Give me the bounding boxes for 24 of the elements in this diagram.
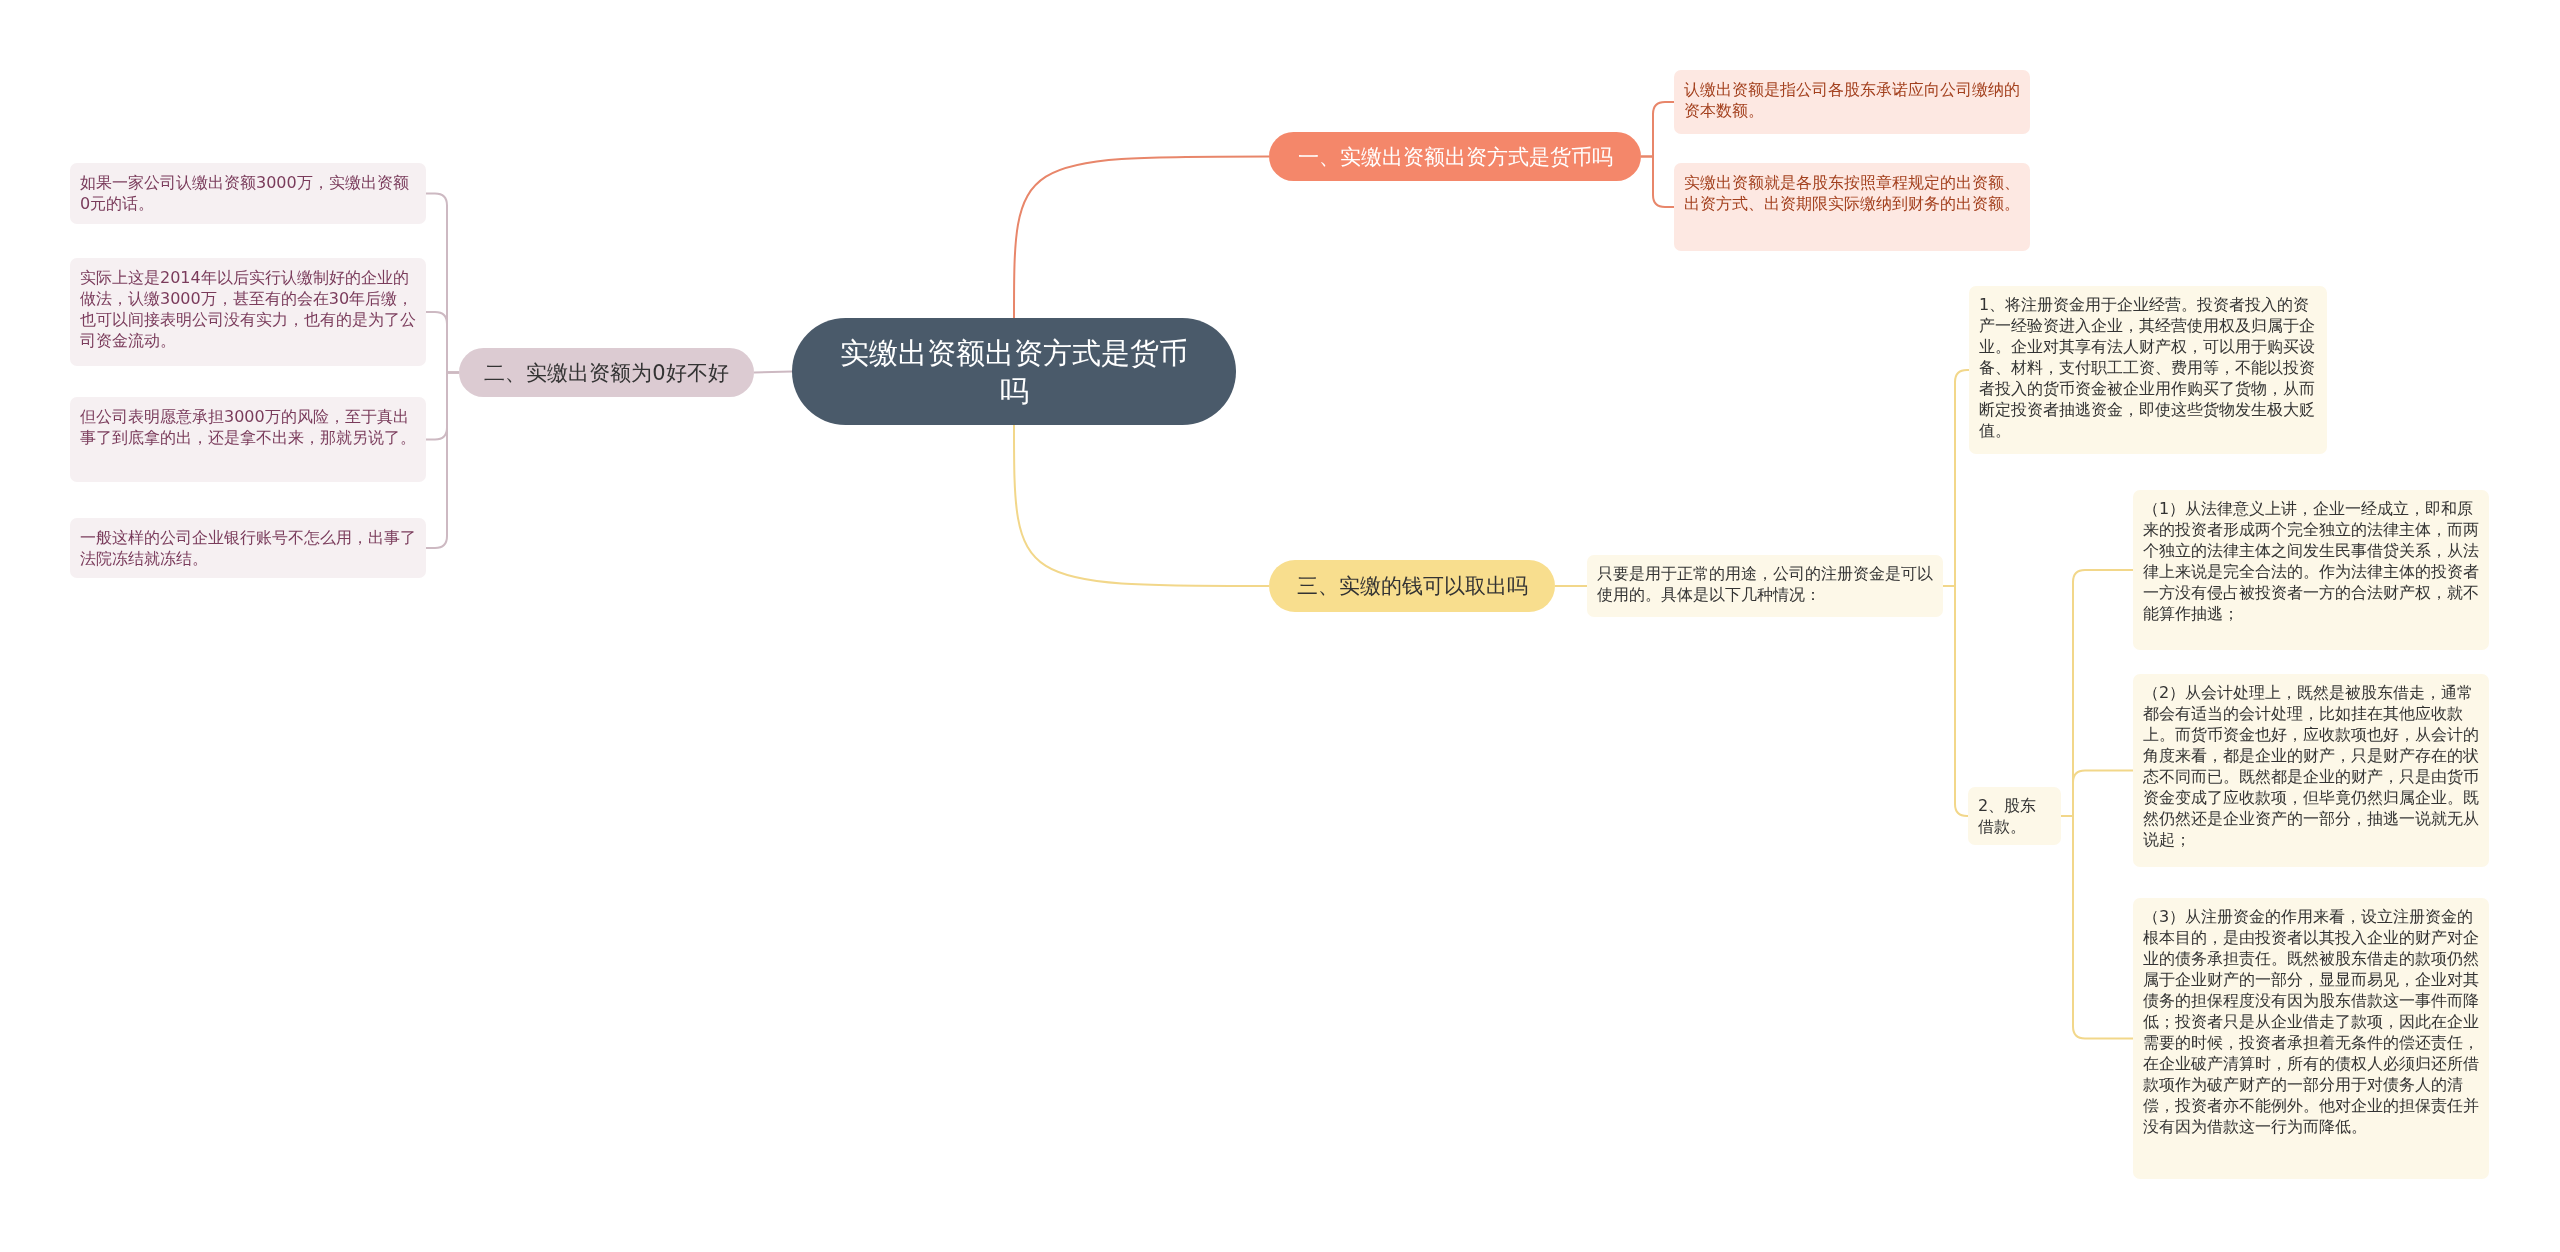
connector-line	[1942, 585, 1969, 817]
connector-line	[1554, 585, 1588, 587]
note-box: 2、股东借款。	[1968, 787, 2061, 845]
note-box: （3）从注册资金的作用来看，设立注册资金的根本目的，是由投资者以其投入企业的财产对企业的债务承担责任。既然被股东借走的款项仍然属于企业财产的一部分，显显而易见，企业对其债务的担保程度没有因为股东借款这一事件而降低；投资者只是从企业借走了款项，因此在企业需要的时候，投资者承担着无条件的偿还责任，在企业破产清算时，所有的债权人必须归还所借款项作为破产财产的一部分用于对债务人的清偿，投资者亦不能例外。他对企业的担保责任并没有因为借款这一行为而降低。	[2133, 898, 2489, 1179]
note-box: 只要是用于正常的用途，公司的注册资金是可以使用的。具体是以下几种情况：	[1587, 555, 1943, 617]
note-box: 实际上这是2014年以后实行认缴制好的企业的做法，认缴3000万，甚至有的会在30年后缴，也可以间接表明公司没有实力，也有的是为了公司资金流动。	[70, 258, 426, 366]
branch-topic: 一、实缴出资额出资方式是货币吗	[1269, 132, 1641, 181]
branch-topic: 二、实缴出资额为0好不好	[459, 348, 754, 397]
connector-line	[425, 371, 460, 549]
connector-line	[1640, 155, 1675, 208]
branch-topic: 三、实缴的钱可以取出吗	[1269, 560, 1555, 612]
connector-line	[753, 370, 793, 374]
note-box: 如果一家公司认缴出资额3000万，实缴出资额0元的话。	[70, 163, 426, 224]
note-box: 实缴出资额就是各股东按照章程规定的出资额、出资方式、出资期限实际缴纳到财务的出资额。	[1674, 163, 2030, 251]
connector-line	[2060, 815, 2134, 1040]
note-box: 一般这样的公司企业银行账号不怎么用，出事了法院冻结就冻结。	[70, 518, 426, 578]
central-topic: 实缴出资额出资方式是货币吗	[792, 318, 1236, 425]
note-box: 认缴出资额是指公司各股东承诺应向公司缴纳的资本数额。	[1674, 70, 2030, 134]
connector-line	[1013, 424, 1270, 587]
note-box: 1、将注册资金用于企业经营。投资者投入的资产一经验资进入企业，其经营使用权及归属于企业。企业对其享有法人财产权，可以用于购买设备、材料，支付职工工资、费用等，不能以投资者投入的货币资金被企业用作购买了货物，从而断定投资者抽逃资金，即使这些货物发生极大贬值。	[1969, 286, 2327, 454]
note-box: 但公司表明愿意承担3000万的风险，至于真出事了到底拿的出，还是拿不出来，那就另说了。	[70, 397, 426, 482]
note-box: （2）从会计处理上，既然是被股东借走，通常都会有适当的会计处理，比如挂在其他应收款上。而货币资金也好，应收款项也好，从会计的角度来看，都是企业的财产，只是财产存在的状态不同而已。既然都是企业的财产，只是由货币资金变成了应收款项，但毕竟仍然归属企业。既然仍然还是企业资产的一部分，抽逃一说就无从说起；	[2133, 674, 2489, 867]
connector-line	[1013, 155, 1270, 319]
note-box: （1）从法律意义上讲，企业一经成立，即和原来的投资者形成两个完全独立的法律主体，而两个独立的法律主体之间发生民事借贷关系，从法律上来说是完全合法的。作为法律主体的投资者一方没有侵占被投资者一方的合法财产权，就不能算作抽逃；	[2133, 490, 2489, 650]
